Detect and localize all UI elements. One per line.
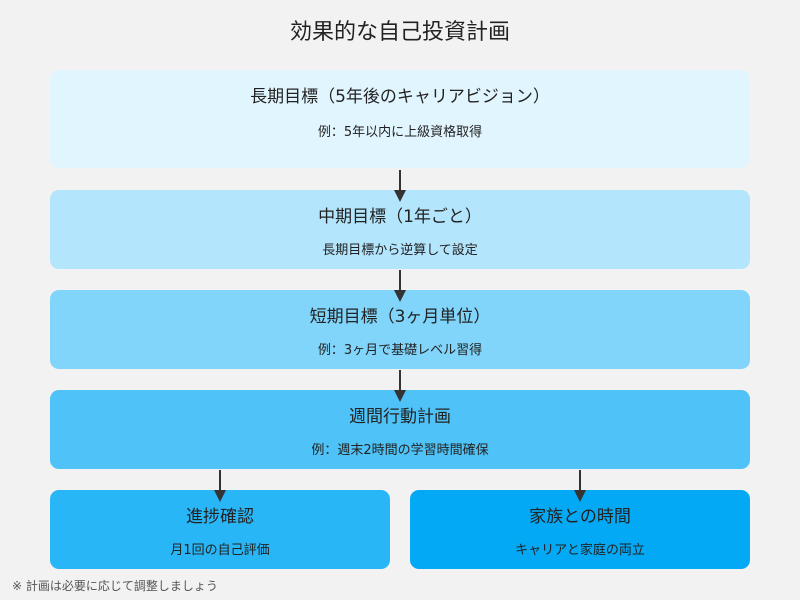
box-long-term-goal: 長期目標（5年後のキャリアビジョン） 例：5年以内に上級資格取得 [50,70,750,168]
weekly-plan-example: 例：週末2時間の学習時間確保 [311,443,489,458]
box-weekly-plan: 週間行動計画 例：週末2時間の学習時間確保 [50,390,750,469]
mid-term-goal-desc: 長期目標から逆算して設定 [322,243,478,258]
box-short-term-goal: 短期目標（3ヶ月単位） 例：3ヶ月で基礎レベル習得 [50,290,750,369]
short-term-goal-example: 例：3ヶ月で基礎レベル習得 [317,343,483,358]
progress-check-desc: 月1回の自己評価 [170,543,270,558]
long-term-goal-title: 長期目標（5年後のキャリアビジョン） [250,87,550,107]
box-progress-check: 進捗確認 月1回の自己評価 [50,490,390,569]
weekly-plan-title: 週間行動計画 [349,407,451,427]
progress-check-title: 進捗確認 [186,507,254,527]
box-mid-term-goal: 中期目標（1年ごと） 長期目標から逆算して設定 [50,190,750,269]
long-term-goal-example: 例：5年以内に上級資格取得 [317,125,483,140]
family-time-title: 家族との時間 [529,507,631,527]
footnote: ※ 計画は必要に応じて調整しましょう [12,579,218,593]
family-time-desc: キャリアと家庭の両立 [515,543,645,558]
mid-term-goal-title: 中期目標（1年ごと） [318,207,482,227]
box-family-time: 家族との時間 キャリアと家庭の両立 [410,490,750,569]
diagram-title: 効果的な自己投資計画 [289,20,510,45]
short-term-goal-title: 短期目標（3ヶ月単位） [309,307,491,327]
